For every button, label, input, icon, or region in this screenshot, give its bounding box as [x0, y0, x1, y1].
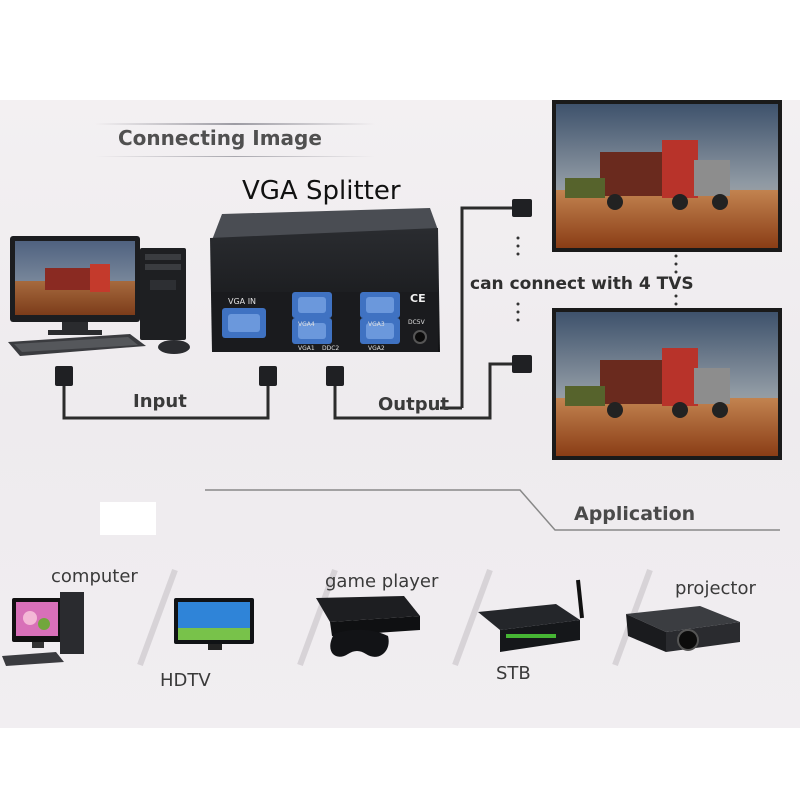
application-label-projector: projector — [675, 578, 756, 599]
stb-icon — [478, 579, 584, 652]
hdtv-icon — [174, 598, 254, 650]
port-label-vga1: VGA1 — [298, 345, 315, 352]
dc-jack — [413, 330, 427, 344]
port-label-vga-in: VGA IN — [228, 297, 256, 306]
ce-mark: CE — [410, 292, 426, 305]
tv-count-label: can connect with 4 TVS — [470, 274, 694, 294]
input-tower — [140, 248, 186, 340]
input-mouse — [158, 340, 190, 354]
input-monitor — [10, 236, 140, 335]
projector-icon — [626, 606, 740, 652]
application-label-stb: STB — [496, 663, 531, 684]
output-cable-upper — [460, 206, 512, 408]
application-label-hdtv: HDTV — [160, 670, 211, 691]
connecting-header-underline — [95, 156, 375, 157]
continuation-dots — [516, 236, 678, 322]
application-label-computer: computer — [51, 566, 138, 587]
tv-screen-bottom — [552, 308, 782, 460]
output-label: Output — [378, 394, 450, 415]
vga-splitter-title: VGA Splitter — [242, 176, 401, 206]
application-label-game-player: game player — [325, 571, 439, 592]
input-label: Input — [133, 391, 187, 412]
port-label-vga2: VGA2 — [368, 345, 385, 352]
port-label-vga4: VGA4 — [298, 321, 315, 328]
connecting-header-line — [95, 123, 375, 125]
input-cable — [62, 382, 270, 420]
computer-icon — [2, 592, 84, 666]
game-player-icon — [316, 596, 420, 657]
output-cable-lower — [333, 362, 512, 420]
connecting-image-heading: Connecting Image — [118, 126, 322, 150]
port-label-ddc2: DDC2 — [322, 345, 339, 352]
port-label-vga3: VGA3 — [368, 321, 385, 328]
vga-connectors — [55, 199, 532, 386]
slant-decor — [137, 568, 653, 667]
blank-patch — [100, 502, 156, 535]
tv-screen-top — [552, 100, 782, 252]
application-heading: Application — [574, 503, 696, 525]
port-label-dc5v: DC5V — [408, 319, 426, 326]
